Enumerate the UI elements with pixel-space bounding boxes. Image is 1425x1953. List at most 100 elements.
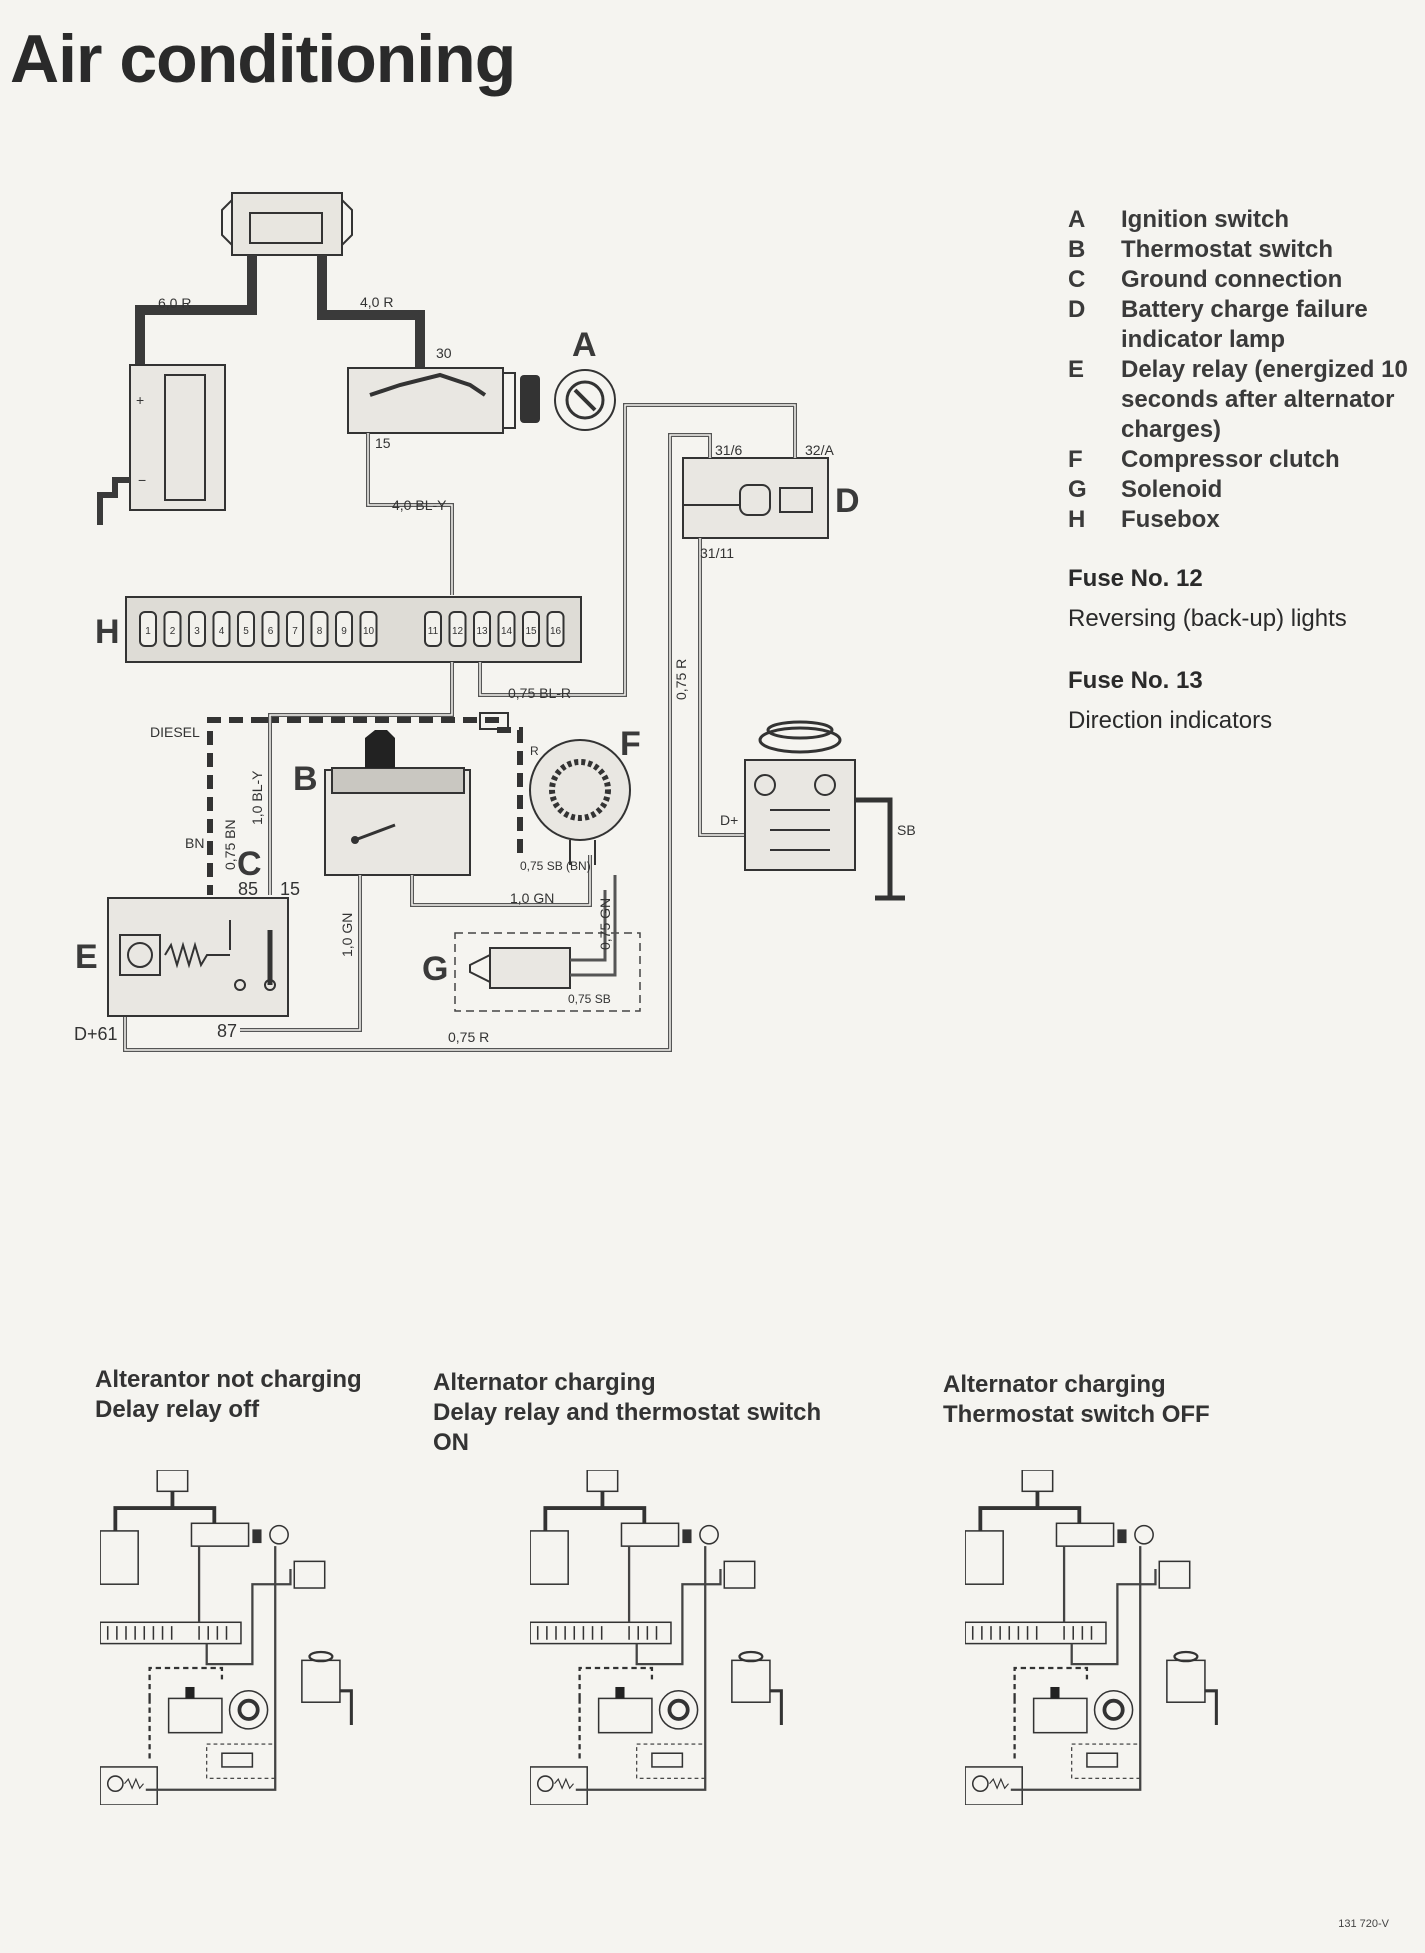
caption-charging-on: Alternator charging Delay relay and ther… <box>433 1369 822 1456</box>
central-terminal-block <box>221 192 353 256</box>
fuse-note: Fuse No. 12 Reversing (back-up) lights <box>1068 565 1347 633</box>
fuse-number: 15 <box>525 626 537 637</box>
compressor-clutch <box>529 739 631 865</box>
wire-label: 4,0 R <box>360 294 393 310</box>
label-h: H <box>95 613 120 651</box>
fuse-number: 5 <box>243 626 249 637</box>
label-c: C <box>237 845 262 883</box>
battery-cable-6r <box>135 255 257 365</box>
fuse-number: 16 <box>550 626 562 637</box>
wire-label: 6,0 R <box>158 295 191 311</box>
wire-label: 1,0 GN <box>339 913 355 957</box>
fuse-desc: Direction indicators <box>1068 707 1273 734</box>
svg-text:+: + <box>136 392 144 408</box>
delay-relay <box>107 897 289 1017</box>
fuse-number: 3 <box>194 626 200 637</box>
fuse-slot <box>497 611 516 647</box>
mini-diagram-not-charging <box>100 1470 354 1805</box>
thermostat-switch <box>324 730 471 876</box>
terminal-label: D+61 <box>74 1024 118 1044</box>
fuse-desc: Reversing (back-up) lights <box>1068 605 1347 632</box>
wire-label: BN <box>185 835 204 851</box>
terminal-label: 87 <box>217 1021 237 1041</box>
fuse-number: 1 <box>145 626 151 637</box>
page-title: Air conditioning <box>10 21 516 97</box>
wire-label: 0,75 BN <box>222 819 238 870</box>
svg-text:−: − <box>138 472 146 488</box>
wire-label: R <box>530 744 539 758</box>
wire-label: 0,75 R <box>673 659 689 700</box>
fuse-slot <box>188 611 206 647</box>
fuse-slot <box>310 611 329 647</box>
fuse-number: 2 <box>170 626 176 637</box>
wire-label: 0,75 SB <box>568 992 611 1006</box>
fuse-number: 10 <box>363 626 375 637</box>
fuse-number: 7 <box>292 626 298 637</box>
fuse-title: Fuse No. 13 <box>1068 667 1203 694</box>
wire-label: 1,0 GN <box>510 890 554 906</box>
fuse-note: Fuse No. 13 Direction indicators <box>1068 667 1272 735</box>
fuse-slot <box>448 611 467 647</box>
wire-label: 1,0 BL-Y <box>249 770 265 825</box>
mini-diagram-charging-on <box>530 1470 784 1805</box>
figure-code: 131 720-V <box>1338 1918 1389 1930</box>
label-a: A <box>572 326 597 364</box>
label-b: B <box>293 760 318 798</box>
fuse-slot <box>237 611 255 647</box>
fuse-slot <box>139 611 157 647</box>
terminal-label: 30 <box>436 345 452 361</box>
label-g: G <box>422 950 448 988</box>
label-d: D <box>835 482 860 520</box>
fuse-title: Fuse No. 12 <box>1068 565 1203 592</box>
label-f: F <box>620 725 641 763</box>
wire-label: 0,75 GN <box>597 898 613 950</box>
fuse-slot <box>424 611 442 647</box>
fuse-number: 8 <box>317 626 323 637</box>
fuse-slot <box>212 611 231 647</box>
solenoid <box>454 875 641 1012</box>
fuse-number: 13 <box>476 626 488 637</box>
terminal-label: 15 <box>375 435 391 451</box>
battery: + − <box>97 364 226 525</box>
terminal-label: D+ <box>720 812 738 828</box>
fuse-number: 4 <box>219 626 225 637</box>
wire-label: SB <box>897 822 916 838</box>
fuse-slot <box>359 611 378 647</box>
fuse-number: 12 <box>452 626 464 637</box>
caption-not-charging: Alterantor not charging Delay relay off <box>95 1366 362 1423</box>
fuse-slot <box>335 611 353 647</box>
terminal-label: 31/11 <box>700 545 734 561</box>
wire-label: DIESEL <box>150 724 200 740</box>
fuse-slot <box>286 611 304 647</box>
fuse-slot <box>473 611 491 647</box>
terminal-label: 32/A <box>805 442 834 458</box>
fuse-number: 14 <box>501 626 513 637</box>
fuse-slot <box>261 611 280 647</box>
terminal-label: 85 <box>238 879 258 899</box>
wire-label: 0,75 R <box>448 1029 489 1045</box>
label-e: E <box>75 938 98 976</box>
fuse-slot <box>163 611 182 647</box>
fuse-slot <box>522 611 540 647</box>
mini-diagram-charging-off <box>965 1470 1219 1805</box>
fuse-slot <box>546 611 565 647</box>
battery-cable-4r <box>317 255 425 380</box>
terminal-label: 15 <box>280 879 300 899</box>
fuse-number: 9 <box>341 626 347 637</box>
wire-label: 0,75 BL-R <box>508 685 571 701</box>
fuse-number: 6 <box>268 626 274 637</box>
wire-label: 4,0 BL-Y <box>392 497 447 513</box>
alternator <box>744 720 905 901</box>
caption-charging-off: Alternator charging Thermostat switch OF… <box>943 1371 1210 1428</box>
